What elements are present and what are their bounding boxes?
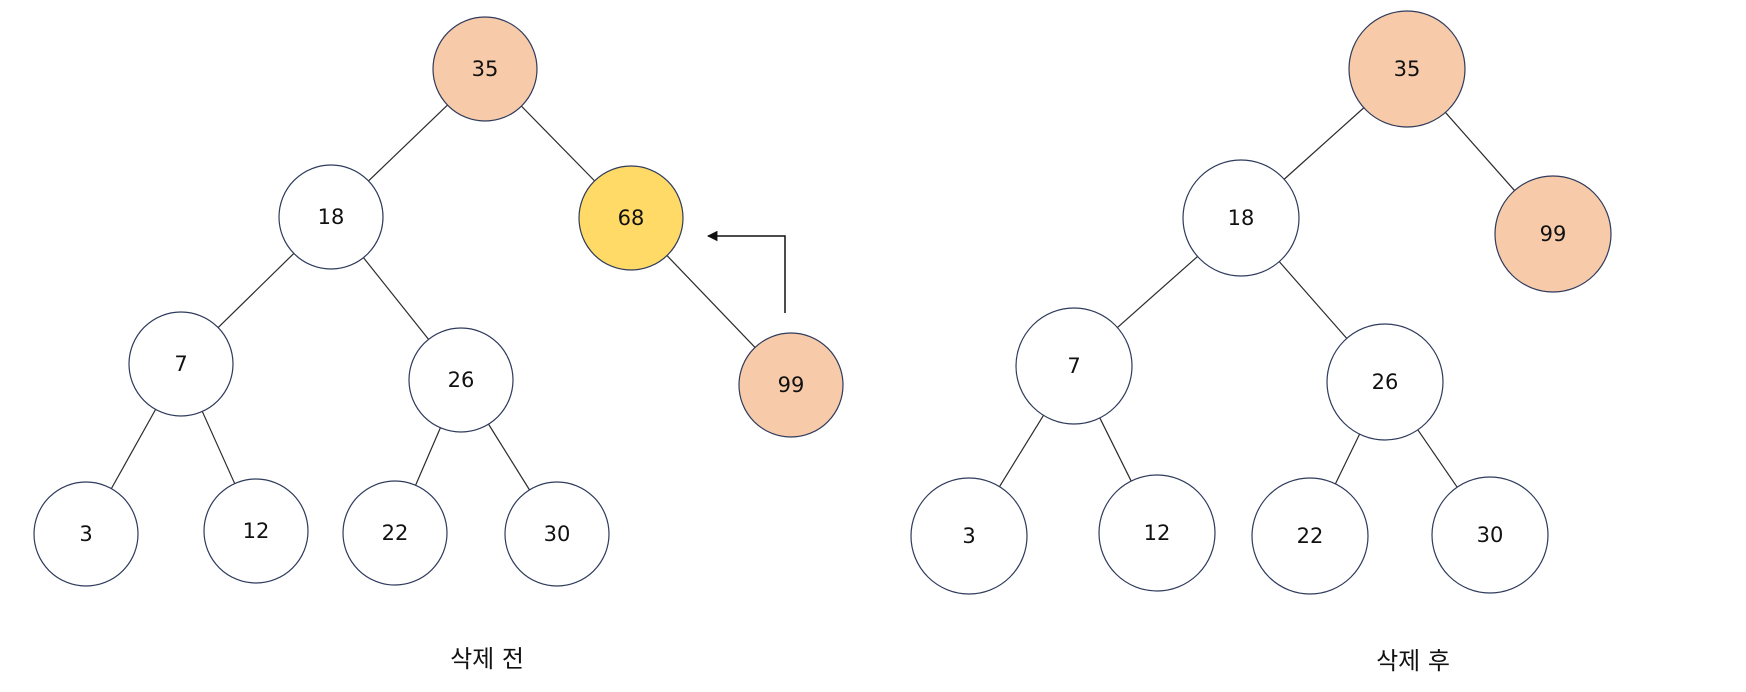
after-node-label-12: 12: [1144, 521, 1171, 545]
after-caption: 삭제 후: [1376, 647, 1450, 675]
before-caption: 삭제 전: [450, 645, 524, 673]
after-node-label-26: 26: [1372, 370, 1399, 394]
after-node-label-7: 7: [1067, 354, 1080, 378]
after-node-label-3: 3: [962, 524, 975, 548]
after-node-18: 18: [1182, 159, 1300, 277]
after-node-99: 99: [1494, 175, 1612, 293]
before-node-circle-18: [278, 164, 384, 270]
after-node-circle-22: [1251, 477, 1369, 595]
before-node-12: 12: [203, 478, 309, 584]
move-up-arrow: [706, 230, 786, 313]
before-arrows: [706, 230, 786, 313]
edge-b26-b22: [415, 427, 441, 486]
after-node-label-18: 18: [1228, 206, 1255, 230]
after-node-circle-12: [1098, 474, 1216, 592]
before-node-label-26: 26: [448, 368, 475, 392]
before-node-label-30: 30: [544, 522, 571, 546]
after-tree: 35 18 99 7 26 3 12 22 30 삭제 후: [910, 10, 1612, 675]
before-node-18: 18: [278, 164, 384, 270]
edge-b18-b7: [217, 252, 295, 329]
edge-a26-a22: [1334, 433, 1361, 485]
before-node-99: 99: [738, 332, 844, 438]
after-node-7: 7: [1015, 307, 1133, 425]
after-node-circle-3: [910, 477, 1028, 595]
after-node-label-22: 22: [1297, 524, 1324, 548]
edge-b35-b18: [368, 104, 448, 182]
after-node-circle-30: [1431, 476, 1549, 594]
edge-b68-b99: [666, 255, 756, 348]
edge-a26-a30: [1417, 429, 1458, 488]
after-nodes: 35 18 99 7 26 3 12 22 30: [910, 10, 1612, 595]
before-node-circle-99: [738, 332, 844, 438]
edge-a18-a26: [1278, 261, 1348, 339]
before-node-circle-68: [578, 165, 684, 271]
before-node-label-35: 35: [472, 57, 499, 81]
before-node-68: 68: [578, 165, 684, 271]
before-node-circle-22: [342, 480, 448, 586]
before-node-label-12: 12: [243, 519, 270, 543]
after-node-circle-99: [1494, 175, 1612, 293]
before-node-circle-35: [432, 16, 538, 122]
edge-a35-a18: [1283, 107, 1365, 180]
before-node-label-7: 7: [174, 352, 187, 376]
before-node-label-18: 18: [318, 205, 345, 229]
before-node-label-22: 22: [382, 521, 409, 545]
before-node-circle-3: [33, 481, 139, 587]
before-node-label-99: 99: [778, 373, 805, 397]
after-node-label-30: 30: [1477, 523, 1504, 547]
edge-b26-b30: [487, 423, 531, 491]
after-edges: [998, 107, 1516, 488]
after-node-circle-18: [1182, 159, 1300, 277]
before-tree: 35 18 68 7 26 99 3 12 22 30 삭제 전: [33, 16, 844, 673]
before-node-circle-30: [504, 481, 610, 587]
after-node-22: 22: [1251, 477, 1369, 595]
before-node-7: 7: [128, 311, 234, 417]
before-edges: [110, 104, 756, 491]
edge-b7-b3: [110, 409, 157, 489]
before-node-label-3: 3: [79, 522, 92, 546]
after-node-30: 30: [1431, 476, 1549, 594]
edge-a7-a12: [1099, 417, 1132, 482]
after-node-label-99: 99: [1540, 222, 1567, 246]
edge-a18-a7: [1117, 256, 1198, 328]
before-nodes: 35 18 68 7 26 99 3 12 22 30: [33, 16, 844, 587]
before-node-3: 3: [33, 481, 139, 587]
edge-b35-b68: [520, 105, 596, 182]
edge-b18-b26: [362, 257, 430, 340]
before-node-circle-12: [203, 478, 309, 584]
after-node-circle-7: [1015, 307, 1133, 425]
before-node-22: 22: [342, 480, 448, 586]
edge-a35-a99: [1444, 112, 1516, 191]
after-node-12: 12: [1098, 474, 1216, 592]
before-node-label-68: 68: [618, 206, 645, 230]
before-node-26: 26: [408, 327, 514, 433]
after-node-35: 35: [1348, 10, 1466, 128]
edge-b7-b12: [201, 411, 236, 484]
after-node-circle-35: [1348, 10, 1466, 128]
before-node-circle-26: [408, 327, 514, 433]
before-node-circle-7: [128, 311, 234, 417]
after-node-3: 3: [910, 477, 1028, 595]
after-node-label-35: 35: [1394, 57, 1421, 81]
edge-a7-a3: [998, 415, 1045, 487]
after-node-26: 26: [1326, 323, 1444, 441]
after-node-circle-26: [1326, 323, 1444, 441]
before-node-30: 30: [504, 481, 610, 587]
before-node-35: 35: [432, 16, 538, 122]
